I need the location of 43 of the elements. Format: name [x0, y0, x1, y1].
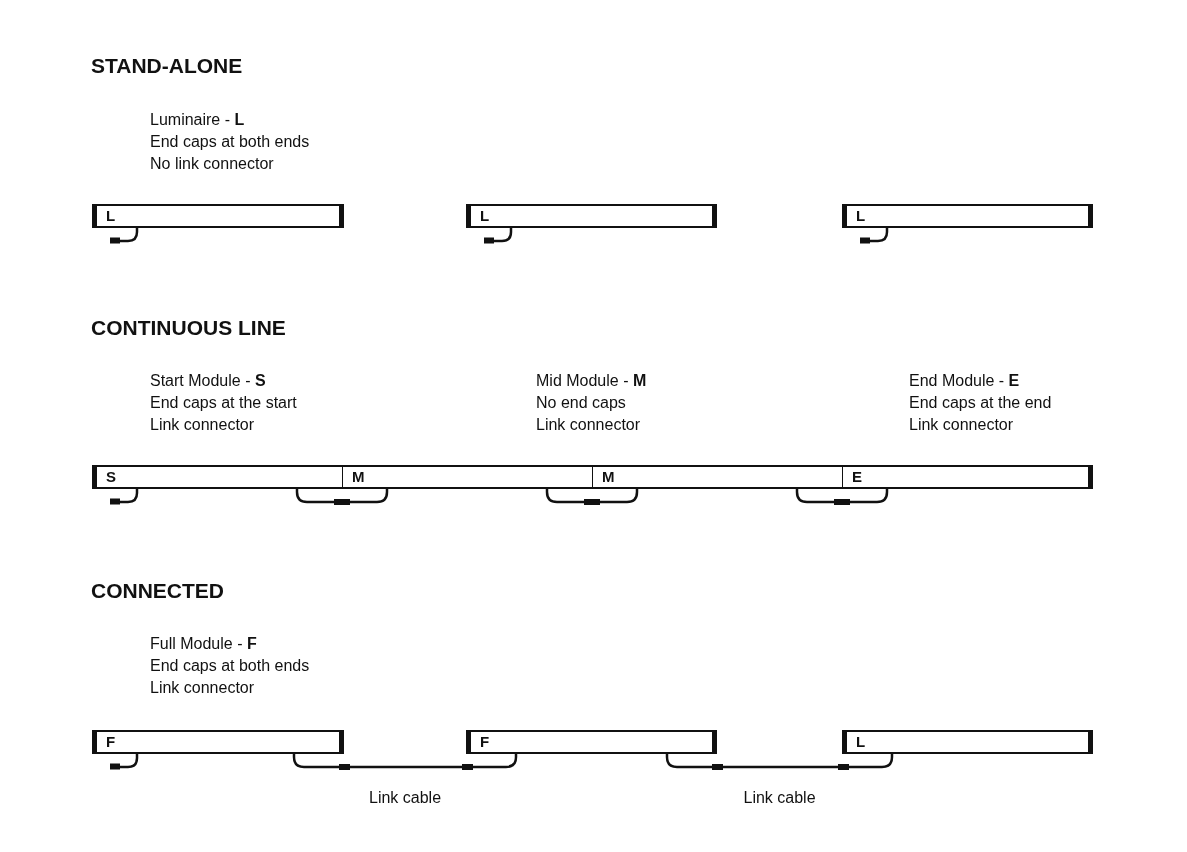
section-heading: CONNECTED [91, 581, 224, 601]
description-text: No end caps [536, 393, 626, 413]
description-text: Link connector [909, 415, 1014, 435]
description-text: End caps at both ends [150, 656, 310, 676]
module-letter: F [480, 733, 490, 751]
section-heading: STAND-ALONE [91, 56, 243, 76]
link-cable [292, 754, 518, 769]
module-letter: L [856, 733, 866, 751]
luminaire-bar [342, 465, 593, 489]
description-text: No link connector [150, 154, 274, 174]
description-text: Link connector [150, 415, 255, 435]
link-cable [295, 489, 389, 504]
description-text: Start Module - S [150, 371, 266, 391]
module-letter: L [480, 207, 490, 225]
section-heading: CONTINUOUS LINE [91, 318, 286, 338]
luminaire-bar [592, 465, 843, 489]
luminaire-bar [466, 204, 717, 228]
luminaire-bar [842, 465, 1093, 489]
description-text: End caps at both ends [150, 132, 310, 152]
description-text: End caps at the start [150, 393, 297, 413]
module-letter: F [106, 733, 116, 751]
module-letter: E [852, 468, 862, 486]
module-letter: S [106, 468, 116, 486]
description-text: End caps at the end [909, 393, 1052, 413]
module-letter: M [602, 468, 615, 486]
luminaire-bar [842, 730, 1093, 754]
link-cable [545, 489, 639, 504]
description-text: Mid Module - M [536, 371, 647, 391]
luminaire-bar [92, 730, 344, 754]
description-text: End Module - E [909, 371, 1020, 391]
description-text: Link connector [150, 678, 255, 698]
luminaire-bar [842, 204, 1093, 228]
luminaire-bar [466, 730, 717, 754]
description-text: Link connector [536, 415, 641, 435]
link-cable [665, 754, 894, 769]
luminaire-bar [92, 465, 344, 489]
link-cable [795, 489, 889, 504]
description-text: Luminaire - L [150, 110, 245, 130]
module-letter: M [352, 468, 365, 486]
description-text: Full Module - F [150, 634, 257, 654]
module-letter: L [106, 207, 116, 225]
luminaire-bar [92, 204, 344, 228]
module-letter: L [856, 207, 866, 225]
